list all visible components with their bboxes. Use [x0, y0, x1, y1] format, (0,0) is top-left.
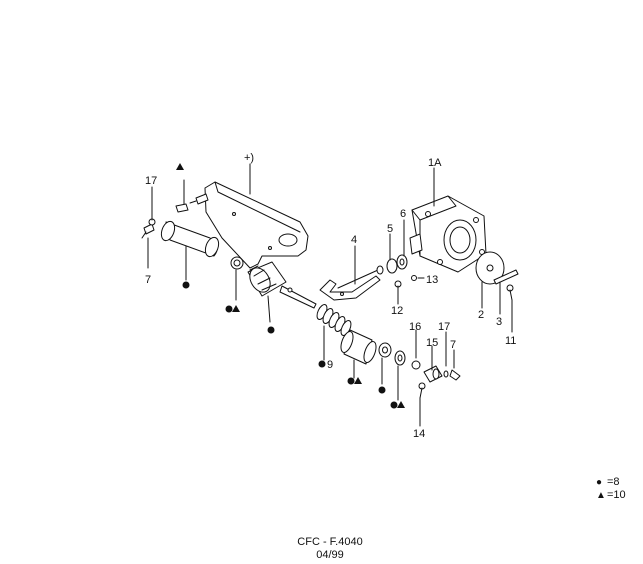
callout-14: 14 — [413, 428, 425, 440]
legend-row-triangle: ▲ =10 — [596, 489, 626, 502]
cover-plate-part — [475, 251, 505, 285]
lever-bracket-part — [189, 181, 309, 269]
piston-part — [247, 261, 317, 309]
seal-ring-part — [394, 350, 406, 366]
circle-value: =8 — [607, 476, 620, 488]
callout-5: 5 — [387, 223, 393, 235]
marker-symbols — [176, 163, 405, 409]
callout-6: 6 — [400, 208, 406, 220]
callout-1A: 1A — [428, 157, 442, 169]
housing-part — [409, 195, 487, 273]
clip-part — [493, 269, 519, 285]
callout-15: 15 — [426, 337, 438, 349]
sleeve-part — [160, 220, 220, 258]
nut-part — [386, 254, 408, 274]
ring-16-part — [411, 360, 421, 370]
screw-7-left-part — [141, 218, 156, 239]
bushing-part — [340, 329, 377, 365]
callout-17-right: 17 — [438, 321, 450, 333]
pin-15-part — [423, 365, 461, 383]
symbol-legend: ● =8 ▲ =10 — [596, 476, 626, 502]
callout-4: 4 — [351, 234, 357, 246]
callout-9: 9 — [327, 359, 333, 371]
screw-14-part — [418, 382, 426, 399]
washer-part — [378, 342, 392, 358]
drawing-footer: CFC - F.4040 04/99 — [290, 536, 370, 562]
spring-part — [316, 304, 352, 336]
circle-symbol: ● — [596, 477, 603, 488]
callout-12: 12 — [391, 305, 403, 317]
screw-12-part — [394, 280, 402, 297]
drawing-code: CFC - F.4040 — [297, 536, 363, 548]
pin-part — [175, 203, 189, 213]
callout-17-left: 17 — [145, 175, 157, 187]
callout-11: 11 — [505, 335, 516, 347]
cap-part — [230, 256, 244, 270]
legend-row-circle: ● =8 — [596, 476, 626, 489]
callout-plus: +) — [244, 152, 254, 164]
drawing-date: 04/99 — [316, 549, 344, 561]
callout-7-right: 7 — [450, 339, 456, 351]
lever-part — [319, 265, 384, 301]
callout-2: 2 — [478, 309, 484, 321]
pin-13-part — [411, 275, 417, 281]
triangle-value: =10 — [607, 489, 626, 501]
callout-3: 3 — [496, 316, 502, 328]
leader-lines — [147, 163, 513, 427]
callout-13: 13 — [426, 274, 438, 286]
callout-7-left: 7 — [145, 274, 151, 286]
callout-16: 16 — [409, 321, 421, 333]
screw-11-part — [506, 284, 514, 301]
triangle-symbol: ▲ — [596, 490, 606, 501]
